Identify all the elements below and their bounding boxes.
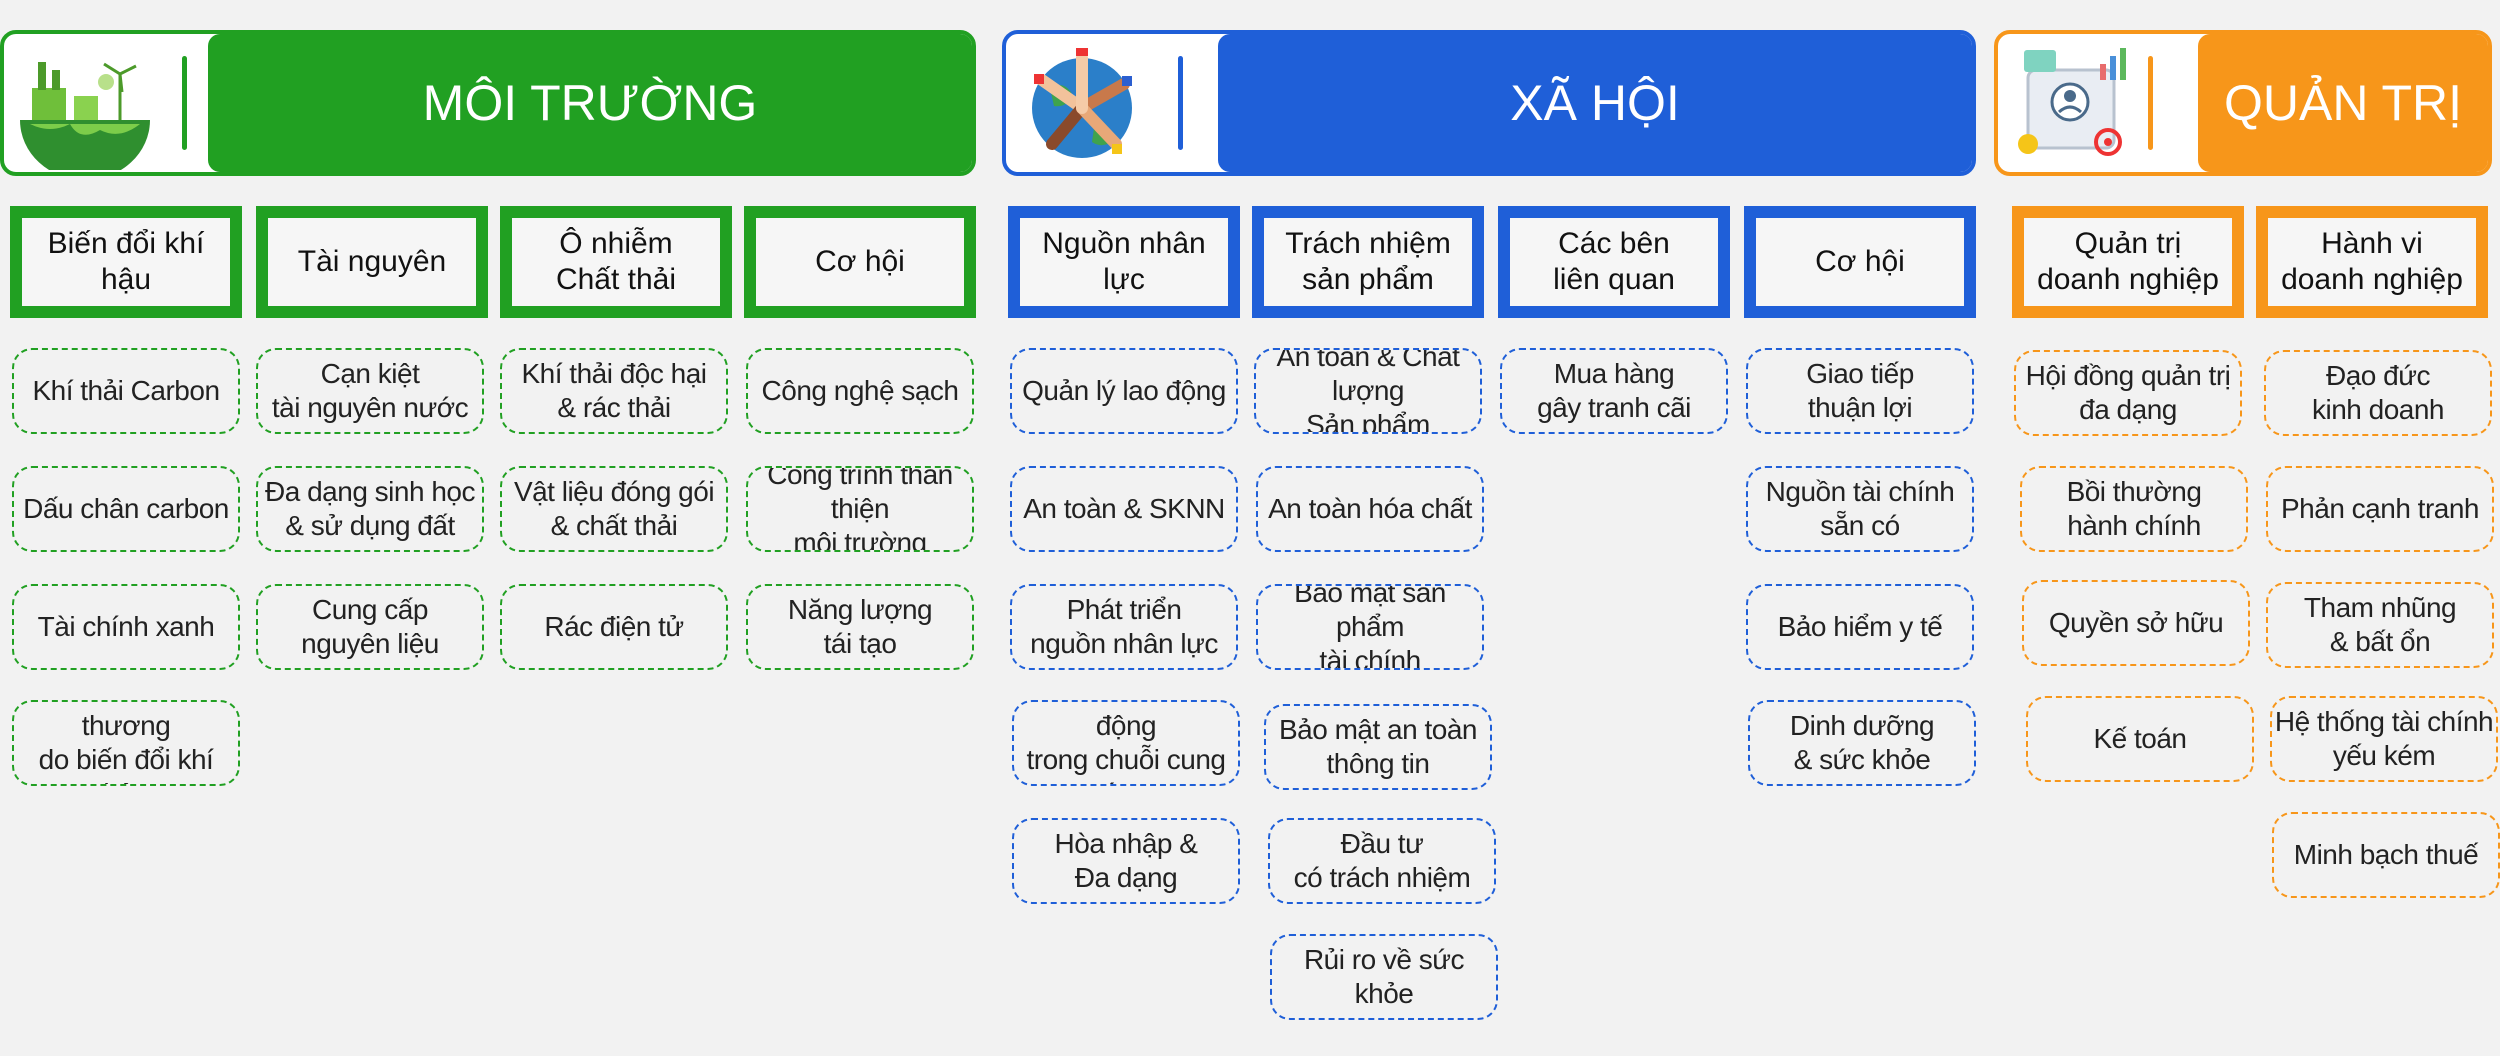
category-cac-ben-lien-quan: Các bên liên quan	[1498, 206, 1730, 318]
item: Nguồn tài chính sẵn có	[1746, 466, 1974, 552]
title-band: QUẢN TRỊ	[2198, 34, 2488, 172]
item: An toàn hóa chất	[1256, 466, 1484, 552]
item: Vật liệu đóng gói & chất thải	[500, 466, 728, 552]
item: Quyền sở hữu	[2022, 580, 2250, 666]
item: Mua hàng gây tranh cãi	[1500, 348, 1728, 434]
item: Công nghệ sạch	[746, 348, 974, 434]
item: Khí thải Carbon	[12, 348, 240, 434]
item: Tính dễ tổn thương do biến đổi khí hậu	[12, 700, 240, 786]
category-hanh-vi-doanh-nghiep: Hành vi doanh nghiệp	[2256, 206, 2488, 318]
item: Giao tiếp thuận lợi	[1746, 348, 1974, 434]
item: Đầu tư có trách nhiệm	[1268, 818, 1496, 904]
item: Hội đồng quản trị đa dạng	[2014, 350, 2242, 436]
item: Bồi thường hành chính	[2020, 466, 2248, 552]
item: Công trình thân thiện môi trường	[746, 466, 974, 552]
pillar-title: QUẢN TRỊ	[2224, 75, 2462, 131]
pillar-header-governance: QUẢN TRỊ	[1994, 30, 2492, 176]
item: Quản lý lao động	[1010, 348, 1238, 434]
item: Dinh dưỡng & sức khỏe	[1748, 700, 1976, 786]
hands-globe-icon	[1006, 34, 1166, 172]
item: Kế toán	[2026, 696, 2254, 782]
header-divider	[2148, 56, 2153, 150]
pillar-header-social: XÃ HỘI	[1002, 30, 1976, 176]
category-tai-nguyen: Tài nguyên	[256, 206, 488, 318]
category-co-hoi-env: Cơ hội	[744, 206, 976, 318]
category-quan-tri-doanh-nghiep: Quản trị doanh nghiệp	[2012, 206, 2244, 318]
pillar-title: MÔI TRƯỜNG	[422, 75, 758, 131]
item: Minh bạch thuế	[2272, 812, 2500, 898]
item: Tiêu chuẩn lao động trong chuỗi cung ứng	[1012, 700, 1240, 786]
item: Đạo đức kinh doanh	[2264, 350, 2492, 436]
pillar-governance: QUẢN TRỊ	[1994, 30, 2492, 176]
item: An toàn & SKNN	[1010, 466, 1238, 552]
item: Dấu chân carbon	[12, 466, 240, 552]
item: Bảo hiểm y tế	[1746, 584, 1974, 670]
header-divider	[1178, 56, 1183, 150]
category-trach-nhiem-san-pham: Trách nhiệm sản phẩm	[1252, 206, 1484, 318]
item: An toàn & Chất lượng Sản phẩm	[1254, 348, 1482, 434]
item: Rủi ro về sức khỏe	[1270, 934, 1498, 1020]
item: Năng lượng tái tạo	[746, 584, 974, 670]
item: Tham nhũng & bất ổn	[2266, 582, 2494, 668]
item: Hệ thống tài chính yếu kém	[2270, 696, 2498, 782]
item: Khí thải độc hại & rác thải	[500, 348, 728, 434]
governance-dashboard-icon	[1998, 34, 2158, 172]
title-band: MÔI TRƯỜNG	[208, 34, 972, 172]
category-co-hoi-soc: Cơ hội	[1744, 206, 1976, 318]
header-divider	[182, 56, 187, 150]
pillar-title: XÃ HỘI	[1510, 75, 1680, 131]
item: Phát triển nguồn nhân lực	[1010, 584, 1238, 670]
item: Cung cấp nguyên liệu	[256, 584, 484, 670]
item: Bảo mật sản phẩm tài chính	[1256, 584, 1484, 670]
item: Cạn kiệt tài nguyên nước	[256, 348, 484, 434]
item: Bảo mật an toàn thông tin	[1264, 704, 1492, 790]
title-band: XÃ HỘI	[1218, 34, 1972, 172]
item: Tài chính xanh	[12, 584, 240, 670]
category-nguon-nhan-luc: Nguồn nhân lực	[1008, 206, 1240, 318]
earth-factory-icon	[4, 34, 164, 172]
item: Hòa nhập & Đa dạng	[1012, 818, 1240, 904]
item: Rác điện tử	[500, 584, 728, 670]
pillar-header-environment: MÔI TRƯỜNG	[0, 30, 976, 176]
category-bien-doi-khi-hau: Biến đổi khí hậu	[10, 206, 242, 318]
item: Đa dạng sinh học & sử dụng đất	[256, 466, 484, 552]
item: Phản cạnh tranh	[2266, 466, 2494, 552]
category-o-nhiem: Ô nhiễm Chất thải	[500, 206, 732, 318]
pillar-social: XÃ HỘI	[1002, 30, 1976, 176]
pillar-environment: MÔI TRƯỜNG	[0, 30, 976, 176]
